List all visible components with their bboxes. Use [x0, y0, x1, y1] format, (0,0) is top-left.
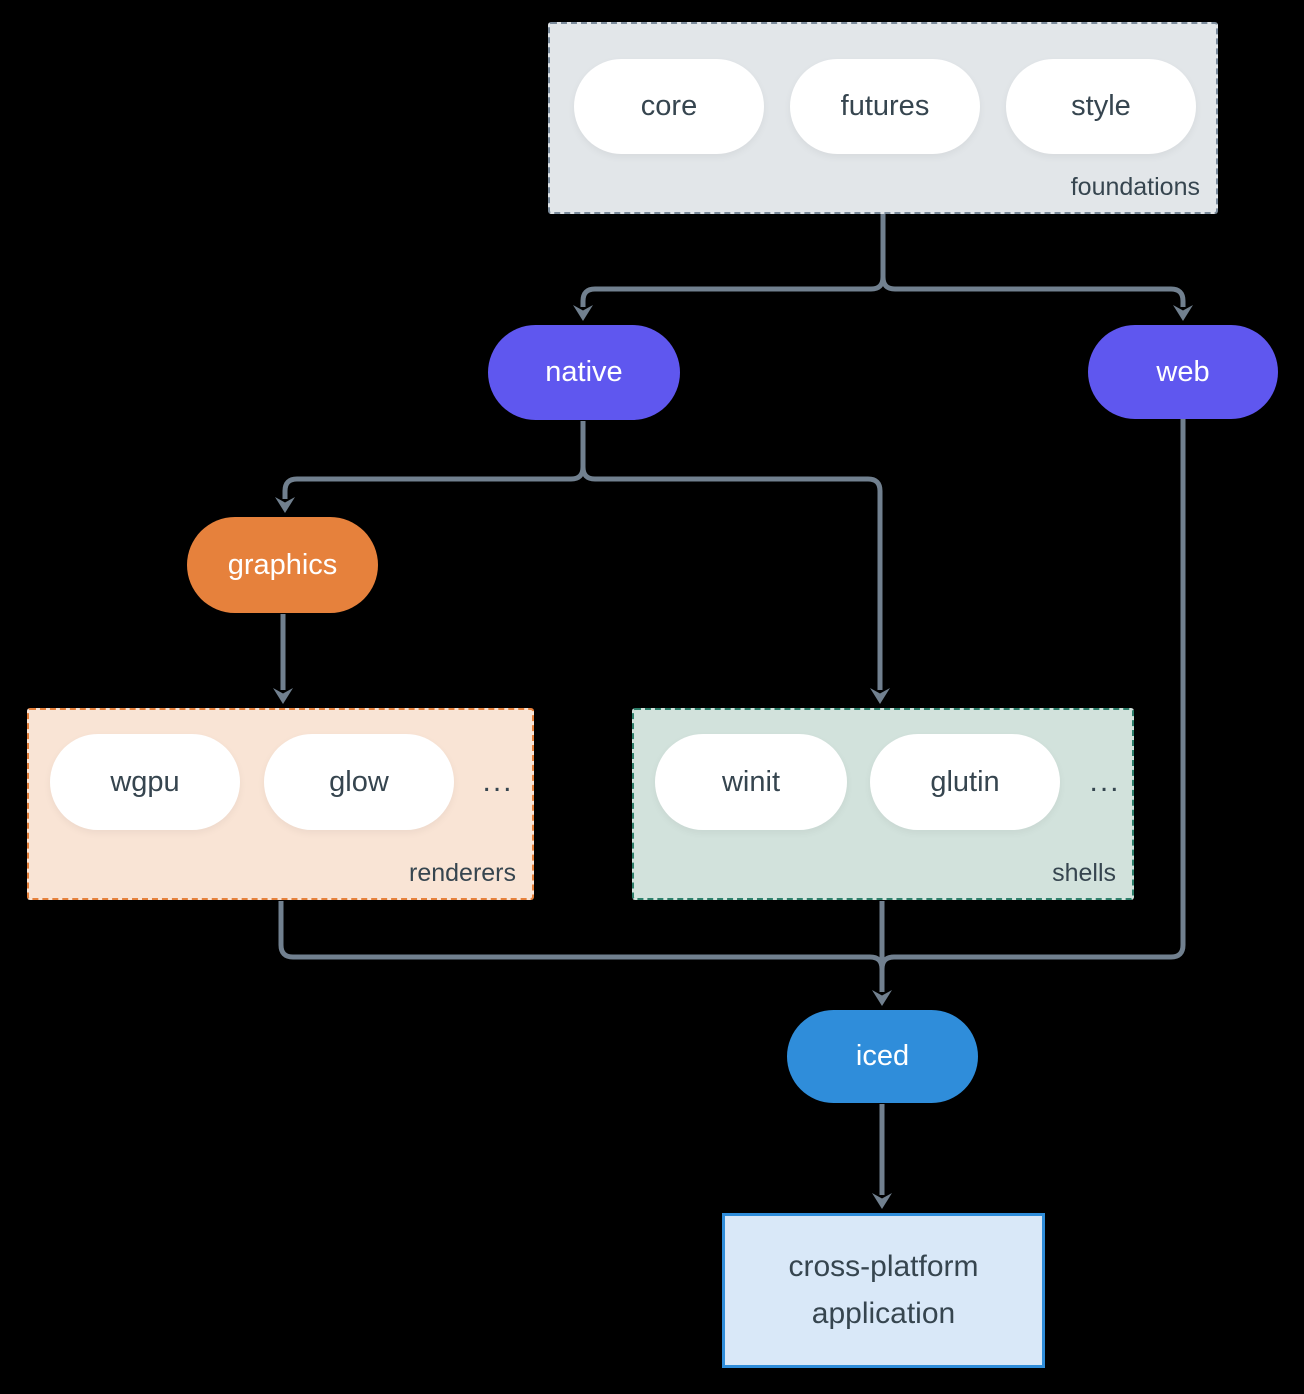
shells-ellipsis: ... [1089, 765, 1121, 798]
group-shells-label: shells [1052, 859, 1116, 887]
group-foundations-label: foundations [1070, 173, 1200, 201]
arrowhead-into-native [573, 305, 593, 321]
group-shells: winit glutin ... shells [632, 708, 1134, 900]
node-glutin: glutin [870, 734, 1060, 830]
arrowhead-into-shells [870, 688, 890, 704]
arrowhead-into-renderers [273, 688, 293, 704]
node-wgpu: wgpu [50, 734, 240, 830]
arrowhead-into-iced [872, 990, 892, 1006]
node-futures: futures [790, 59, 980, 154]
edge-renderers-iced [278, 901, 885, 970]
edge-native-shells [580, 466, 883, 690]
edge-foundations-web [880, 276, 1186, 307]
group-renderers: wgpu glow ... renderers [27, 708, 534, 900]
node-style: style [1006, 59, 1196, 154]
node-winit: winit [655, 734, 847, 830]
node-glow: glow [264, 734, 454, 830]
group-foundations: core futures style foundations [548, 22, 1218, 214]
node-cross-platform-application: cross-platform application [722, 1213, 1045, 1368]
node-native: native [488, 325, 680, 420]
group-renderers-label: renderers [409, 859, 516, 887]
edge-native-graphics [282, 421, 586, 499]
renderers-ellipsis: ... [482, 765, 514, 798]
arrowhead-into-web [1173, 305, 1193, 321]
node-graphics: graphics [187, 517, 378, 613]
node-iced: iced [787, 1010, 978, 1103]
node-web: web [1088, 325, 1278, 419]
node-core: core [574, 59, 764, 154]
edge-foundations-native [580, 214, 886, 307]
arrowhead-into-graphics [275, 497, 295, 513]
arrowhead-into-application [872, 1193, 892, 1209]
